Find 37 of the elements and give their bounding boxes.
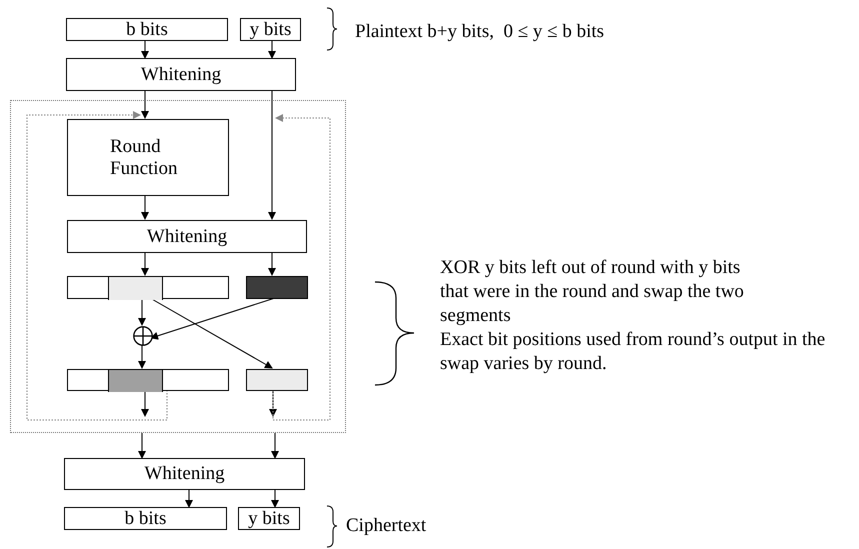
process-box: Whitening xyxy=(67,220,307,253)
annotation-text: XOR y bits left out of round with y bits that were in the round and swap the two segments xyxy=(440,256,745,328)
arrow xyxy=(138,344,146,369)
arrow xyxy=(268,252,276,276)
arrow xyxy=(138,298,146,326)
arrow xyxy=(185,490,193,508)
process-box: Whitening xyxy=(64,458,305,490)
process-box: y bits xyxy=(240,18,301,41)
arrow xyxy=(141,194,149,220)
arrow xyxy=(141,252,149,276)
segment-box xyxy=(10,100,346,433)
arrow xyxy=(271,490,279,508)
xor-circle xyxy=(133,326,153,346)
bit-bar xyxy=(246,276,308,299)
annotation-text: Ciphertext xyxy=(346,514,428,538)
arrow xyxy=(141,390,149,417)
segment-box xyxy=(108,370,163,392)
arrow xyxy=(141,40,149,59)
process-box: b bits xyxy=(64,507,227,530)
feedback-arrow xyxy=(272,114,330,420)
bit-bar xyxy=(67,276,229,299)
bit-bar xyxy=(246,369,308,391)
arrow xyxy=(269,390,277,417)
annotation-text: Plaintext b+y bits, 0 ≤ y ≤ b bits xyxy=(355,20,606,44)
arrow xyxy=(268,40,276,59)
arrow xyxy=(138,432,146,459)
annotation-text: Exact bit positions used from round’s output in the swap varies by round. xyxy=(440,328,826,376)
segment-box xyxy=(108,277,163,300)
process-box: Round Function xyxy=(67,119,229,196)
feedback-arrow xyxy=(26,111,168,420)
bit-bar xyxy=(67,369,229,391)
arrow xyxy=(271,432,279,459)
arrow xyxy=(268,90,276,220)
process-box: b bits xyxy=(66,18,228,41)
arrow xyxy=(141,90,149,119)
process-box: y bits xyxy=(238,507,300,530)
process-box: Whitening xyxy=(66,58,296,91)
